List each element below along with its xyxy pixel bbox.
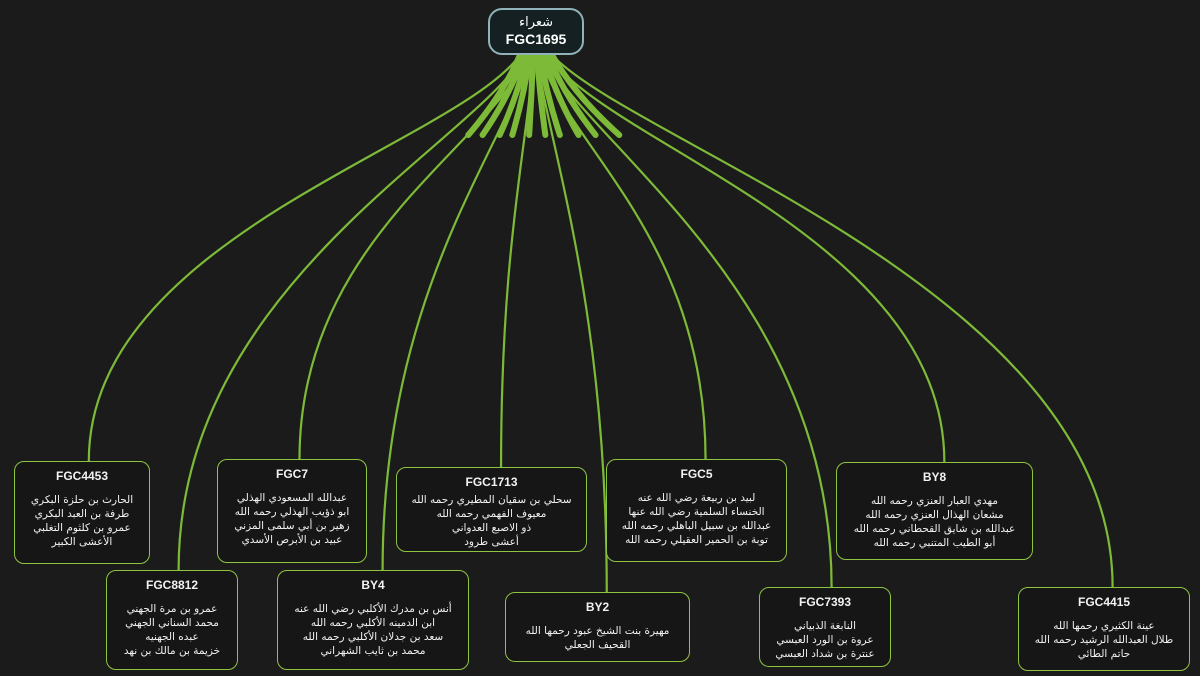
edge-trunk-FGC1713	[526, 52, 536, 138]
member: عبيد بن الأبرص الأسدي	[241, 534, 343, 546]
node-code: FGC7393	[798, 595, 852, 609]
member: سحلي بن سقيان المطيري رحمه الله	[411, 494, 572, 506]
edge-BY8	[547, 54, 946, 463]
member: عمرو بن مرة الجهني	[126, 603, 218, 615]
member: ابن الدمينه الأكلبي رحمه الله	[310, 617, 436, 629]
member: مهيرة بنت الشيخ عبود رحمها الله	[525, 625, 670, 637]
edge-FGC7	[298, 54, 529, 460]
edge-trunk-FGC8812	[479, 52, 527, 138]
member: عروة بن الورد العبسي	[776, 634, 874, 646]
member: خزيمة بن مالك بن نهد	[123, 645, 221, 657]
member: عينة الكثيري رحمها الله	[1053, 620, 1155, 632]
member: عبدالله بن شايق القحطاني رحمه الله	[853, 523, 1016, 535]
edge-trunk-FGC4415	[549, 52, 623, 138]
node-FGC8812[interactable]: FGC8812 عمرو بن مرة الجهني محمد السناني …	[106, 570, 238, 670]
member: النابغة الذبياني	[793, 620, 857, 632]
edge-trunk-BY8	[545, 52, 599, 138]
member: ذو الاصبع العدواني	[451, 522, 532, 534]
member: سعد بن جدلان الأكلبي رحمه الله	[302, 631, 444, 643]
node-code: BY8	[922, 470, 947, 484]
member: معيوف الفهمي رحمه الله	[436, 508, 547, 520]
member: توبة بن الحمير العقيلي رحمه الله	[625, 534, 768, 546]
node-code: BY2	[585, 600, 610, 614]
edge-FGC4415	[551, 54, 1114, 588]
member: أنس بن مدرك الأكلبي رضي الله عنه	[294, 603, 452, 615]
member: الأعشى الكبير	[51, 536, 113, 548]
member: مشعان الهذال العنزي رحمه الله	[865, 509, 1004, 521]
root-node[interactable]: شعراء FGC1695	[488, 8, 584, 55]
member: عبدالله المسعودي الهذلي	[236, 492, 348, 504]
member: طلال العبدالله الرشيد رحمه الله	[1034, 634, 1174, 646]
member: القحيف الجعلي	[564, 639, 631, 651]
node-FGC7393[interactable]: FGC7393 النابغة الذبياني عروة بن الورد ا…	[759, 587, 891, 667]
member: لبيد بن ربيعة رضي الله عنه	[637, 492, 756, 504]
member: الحارث بن حلزة البكري	[30, 494, 134, 506]
edge-trunk-BY2	[534, 52, 549, 138]
member: محمد بن ثايب الشهراني	[320, 645, 426, 657]
node-FGC4415[interactable]: FGC4415 عينة الكثيري رحمها الله طلال الع…	[1018, 587, 1190, 671]
node-code: FGC1713	[465, 475, 518, 489]
node-BY4[interactable]: BY4 أنس بن مدرك الأكلبي رضي الله عنه ابن…	[277, 570, 469, 670]
member: طرفة بن العبد البكري	[34, 508, 130, 520]
edge-trunk-FGC5	[537, 52, 563, 138]
edge-trunk-FGC7393	[541, 52, 582, 138]
node-code: FGC4453	[55, 469, 109, 483]
member: زهير بن أبي سلمى المزني	[234, 520, 350, 532]
edge-FGC7393	[543, 54, 833, 588]
node-FGC1713[interactable]: FGC1713 سحلي بن سقيان المطيري رحمه الله …	[396, 467, 587, 552]
member: مهدي العبار العنزي رحمه الله	[870, 495, 998, 507]
edge-trunk-BY4	[509, 52, 533, 138]
node-FGC4453[interactable]: FGC4453 الحارث بن حلزة البكري طرفة بن ال…	[14, 461, 150, 564]
node-code: FGC4415	[1077, 595, 1131, 609]
node-FGC7[interactable]: FGC7 عبدالله المسعودي الهذلي ابو ذؤيب ال…	[217, 459, 367, 563]
member: حاتم الطائي	[1077, 648, 1131, 660]
member: أبو الطيب المتنبي رحمه الله	[873, 537, 996, 549]
member: عبده الجهنيه	[145, 631, 199, 643]
root-title: شعراء	[518, 15, 554, 30]
member: عبدالله بن سبيل الباهلي رحمه الله	[621, 520, 772, 532]
root-code: FGC1695	[505, 31, 567, 47]
member: عنترة بن شداد العبسي	[775, 648, 875, 660]
node-code: FGC8812	[145, 578, 199, 592]
edge-BY2	[535, 54, 608, 593]
member: أعشى طرود	[464, 536, 519, 548]
node-BY8[interactable]: BY8 مهدي العبار العنزي رحمه الله مشعان ا…	[836, 462, 1033, 560]
node-FGC5[interactable]: FGC5 لبيد بن ربيعة رضي الله عنه الخنساء …	[606, 459, 787, 562]
edge-FGC8812	[177, 54, 525, 571]
member: الخنساء السلمية رضي الله عنها	[628, 506, 765, 518]
member: محمد السناني الجهني	[125, 617, 219, 629]
node-code: FGC7	[275, 467, 308, 481]
edge-BY4	[381, 54, 532, 571]
member: ابو ذؤيب الهذلي رحمه الله	[234, 506, 350, 518]
edge-FGC4453	[87, 54, 521, 462]
node-BY2[interactable]: BY2 مهيرة بنت الشيخ عبود رحمها الله القح…	[505, 592, 690, 662]
member: عمرو بن كلثوم التغلبي	[33, 522, 131, 534]
node-code: BY4	[361, 578, 385, 592]
node-code: FGC5	[680, 467, 713, 481]
